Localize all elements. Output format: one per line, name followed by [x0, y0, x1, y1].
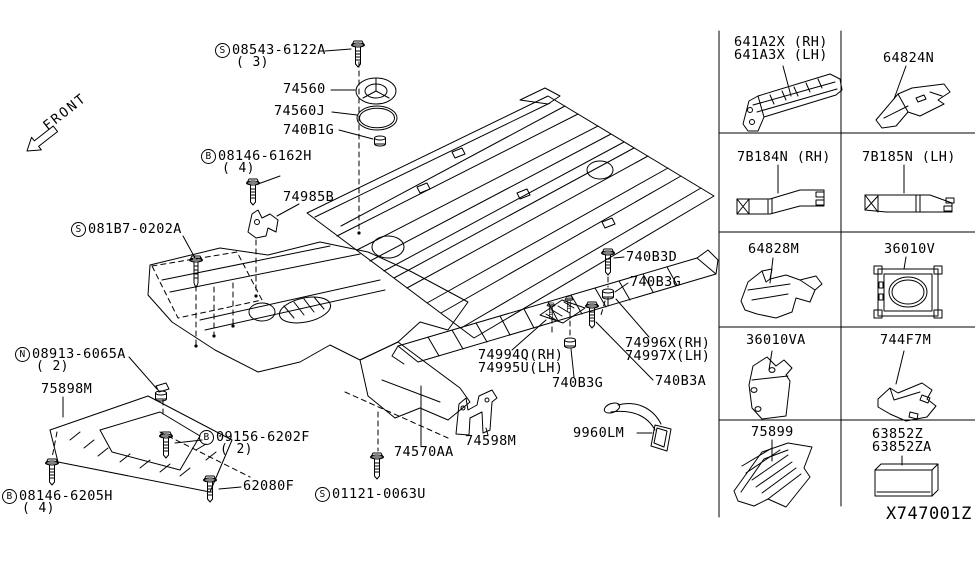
- callout-740b3g-upper: 740B3G: [630, 274, 682, 290]
- circle-s-icon: S: [215, 43, 230, 58]
- circle-b-icon: B: [199, 430, 214, 445]
- cell-label-7b185n: 7B185N (LH): [862, 149, 956, 165]
- callout-74570aa: 74570AA: [394, 444, 454, 460]
- nut-740b3g-upper-icon: [602, 288, 614, 307]
- bolt-08146-6162h-icon: [246, 178, 260, 206]
- cell-label-744f7m: 744F7M: [880, 332, 932, 348]
- bolt-740b3a-icon: [585, 301, 599, 329]
- bolt-09156-icon: [159, 431, 173, 459]
- pad-63852z-drawing: [874, 455, 939, 497]
- callout-9960lm: 9960LM: [573, 425, 625, 441]
- callout-740b3d: 740B3D: [626, 249, 678, 265]
- callout-081b7-0202a: S 081B7-0202A: [71, 222, 182, 237]
- cell-label-75899: 75899: [751, 424, 794, 440]
- plug-74560-drawing: [355, 77, 397, 105]
- insulator-drawing: [539, 296, 586, 324]
- leader-lines: [62, 48, 654, 490]
- bracket-36010va-drawing: [748, 350, 793, 420]
- callout-09156-6202f: B 09156-6202F: [199, 430, 310, 445]
- circle-b-icon: B: [201, 149, 216, 164]
- floor-panel-drawing: [306, 87, 715, 339]
- cell-label-7b184n: 7B184N (RH): [737, 149, 831, 165]
- member-7b185n-drawing: [864, 164, 955, 213]
- device-36010v-drawing: [873, 256, 943, 319]
- cover-64824n-drawing: [875, 65, 951, 129]
- callout-08146-6162h: B 08146-6162H: [201, 149, 312, 164]
- callout-75898m: 75898M: [41, 381, 93, 397]
- circle-b-icon: B: [2, 489, 17, 504]
- nut-740b3g-lower-icon: [564, 337, 576, 349]
- callout-74996x-74997x: 74996X(RH) 74997X(LH): [625, 335, 711, 364]
- bolt-08543-icon: [351, 40, 365, 68]
- callout-740b3a: 740B3A: [655, 373, 707, 389]
- callout-08543-qty: ( 3): [236, 55, 269, 70]
- callout-74994q-74995u: 74994Q(RH) 74995U(LH): [478, 347, 564, 376]
- bracket-744f7m-drawing: [877, 350, 937, 422]
- circle-n-icon: N: [15, 347, 30, 362]
- cover-75899-drawing: [733, 439, 813, 508]
- cell-label-64824n: 64824N: [883, 50, 935, 66]
- cell-label-63852z: 63852Z 63852ZA: [872, 426, 932, 455]
- bracket-64828m-drawing: [740, 257, 823, 319]
- callout-74985b: 74985B: [283, 189, 335, 205]
- cell-label-36010va: 36010VA: [746, 332, 806, 348]
- callout-740b3g-lower: 740B3G: [552, 375, 604, 391]
- callout-01121-0063u: S 01121-0063U: [315, 487, 426, 502]
- side-member-drawing: [391, 249, 719, 365]
- bracket-74598m-drawing: [455, 389, 498, 436]
- callout-62080f: 62080F: [243, 478, 295, 494]
- circle-s-icon: S: [315, 487, 330, 502]
- bolt-740b3d-icon: [601, 248, 615, 276]
- dashed-lines: [51, 61, 609, 478]
- nut-08913-icon: [155, 382, 170, 402]
- callout-08913-6065a: N 08913-6065A: [15, 347, 126, 362]
- bracket-74985b-drawing: [247, 209, 279, 239]
- front-floor-drawing: [147, 241, 471, 421]
- nut-740b1g-icon: [374, 135, 386, 147]
- callout-74598m: 74598M: [465, 433, 517, 449]
- bolt-08146-6205h-icon: [45, 458, 59, 486]
- diagram-code: X747001Z: [886, 504, 972, 524]
- cell-label-64828m: 64828M: [748, 241, 800, 257]
- callout-08146-6205h: B 08146-6205H: [2, 489, 113, 504]
- bolt-01121-icon: [370, 452, 384, 480]
- callout-08146-6162h-qty: ( 4): [222, 161, 255, 176]
- callout-09156-qty: ( 2): [220, 442, 253, 457]
- jack-band-drawing: [603, 402, 672, 452]
- front-arrow-icon: [26, 125, 59, 152]
- callout-74560: 74560: [283, 81, 326, 97]
- member-7b184n-drawing: [736, 164, 825, 215]
- bracket-641a2x-drawing: [742, 65, 843, 132]
- cell-label-36010v: 36010V: [884, 241, 936, 257]
- bolt-62080f-icon: [203, 475, 217, 503]
- panel-grid: [718, 30, 975, 518]
- under-cover-drawing: [49, 395, 233, 493]
- callout-08913-qty: ( 2): [36, 359, 69, 374]
- callout-74560j: 74560J: [274, 103, 326, 119]
- callout-08146-6205h-qty: ( 4): [22, 501, 55, 516]
- circle-s-icon: S: [71, 222, 86, 237]
- seal-ring-drawing: [356, 105, 398, 131]
- projection-dots: [194, 231, 361, 348]
- cell-label-641a2x: 641A2X (RH) 641A3X (LH): [734, 34, 828, 63]
- callout-08543-6122a: S 08543-6122A: [215, 43, 326, 58]
- callout-740b1g: 740B1G: [283, 122, 335, 138]
